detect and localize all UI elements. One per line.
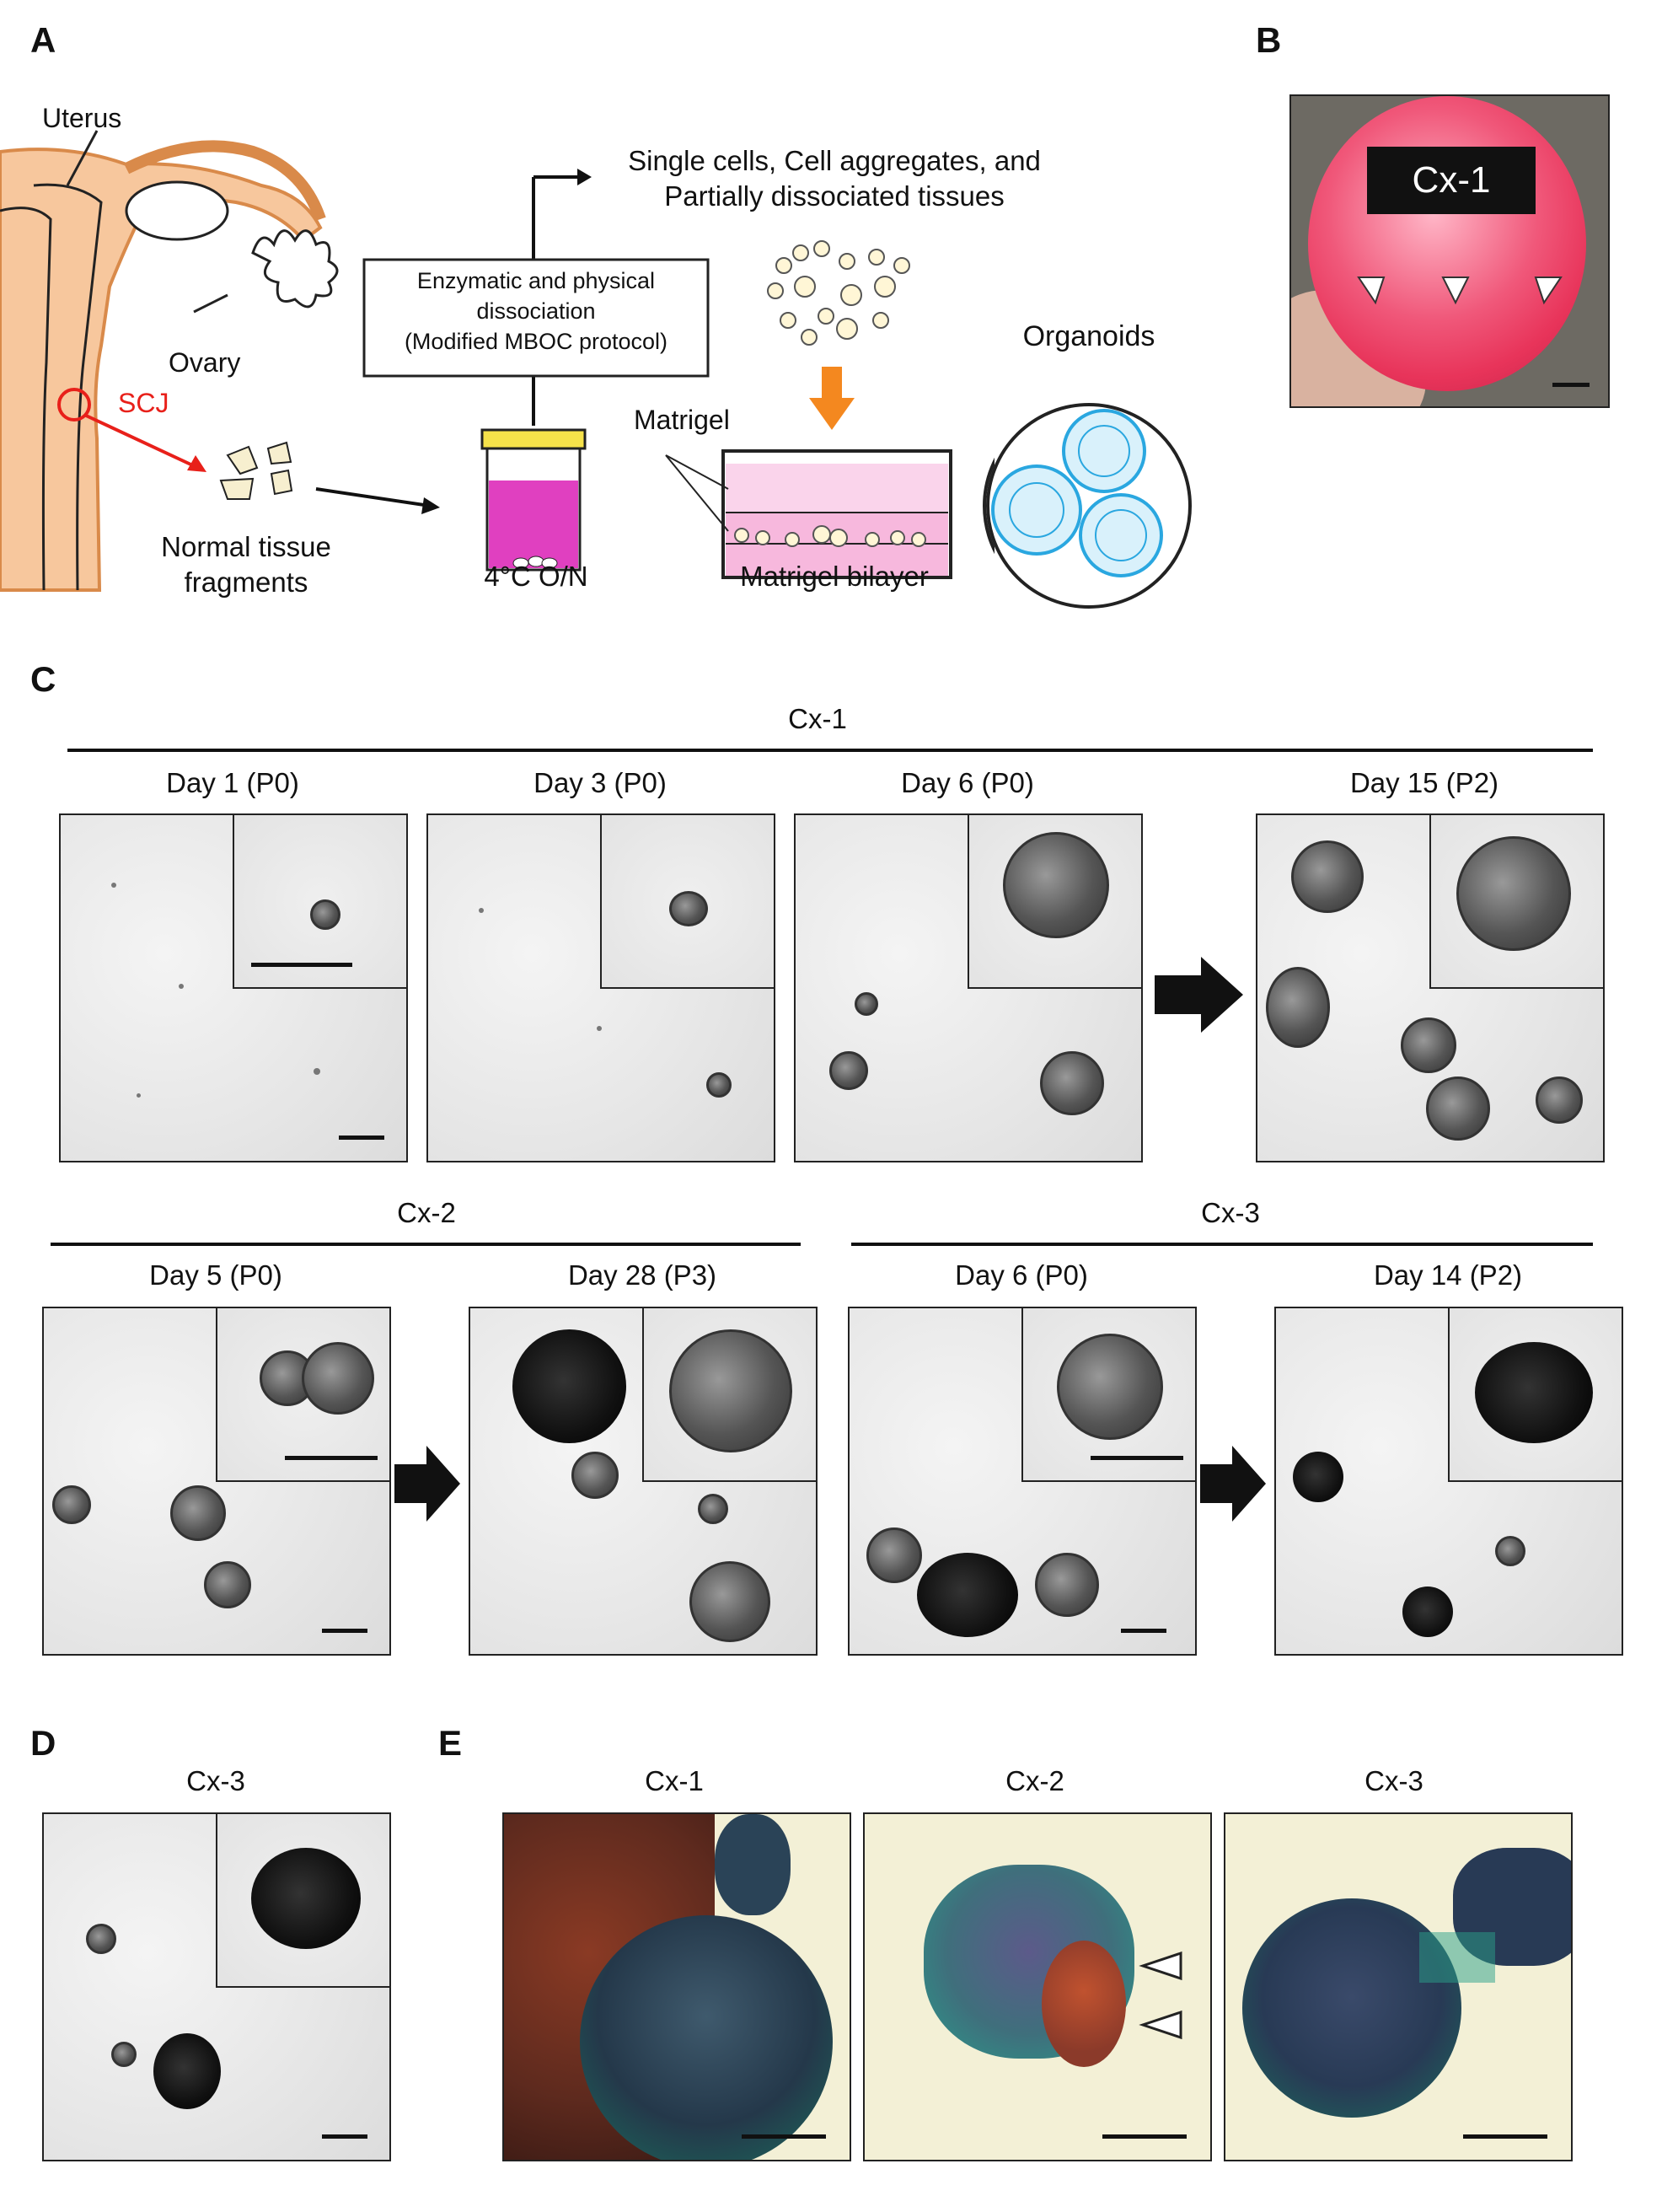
box-line-2: dissociation: [476, 298, 596, 324]
panel-label-a: A: [30, 20, 56, 60]
c-image-day3: [426, 813, 775, 1162]
c-arrow-1: [1155, 957, 1243, 1033]
cx2-header: Cx-2: [397, 1197, 456, 1228]
tube-cap: [480, 428, 587, 450]
d-image: [42, 1812, 391, 2161]
c-image-day1: [59, 813, 408, 1162]
e-label-1: Cx-1: [645, 1765, 704, 1796]
panel-label-e: E: [438, 1723, 463, 1763]
cx2-line: [51, 1243, 801, 1246]
dissociation-box: [362, 258, 710, 378]
c-img2-label: Day 3 (P0): [533, 767, 667, 798]
e-label-2: Cx-2: [1005, 1765, 1064, 1796]
c-img6-label: Day 28 (P3): [567, 1259, 717, 1291]
single-cells-line-2: Partially dissociated tissues: [664, 180, 1005, 212]
panel-label-b: B: [1256, 20, 1282, 60]
culture-dish: [1308, 96, 1586, 391]
uterus-label: Uterus: [42, 103, 122, 133]
d-label: Cx-3: [186, 1765, 245, 1796]
c-img4-label: Day 15 (P2): [1349, 767, 1499, 798]
orange-arrow: [809, 398, 855, 430]
organoids-drawing: [986, 403, 1192, 609]
panel-label-c: C: [30, 659, 56, 699]
e-image-cx2: [863, 1812, 1212, 2161]
single-cells-line-1: Single cells, Cell aggregates, and: [628, 145, 1041, 176]
c-image-cx3-day6: [848, 1307, 1197, 1656]
c-img5-label: Day 5 (P0): [149, 1259, 282, 1291]
panel-b-photo: Cx-1: [1289, 94, 1610, 408]
panel-a-schematic: [0, 130, 995, 592]
tube-medium: [489, 481, 578, 568]
matrigel-label: Matrigel: [634, 405, 730, 435]
dish-label: Cx-1: [1367, 147, 1536, 214]
c-image-day15: [1256, 813, 1605, 1162]
tube-label: 4°C O/N: [484, 561, 588, 592]
cx1-line: [67, 749, 1593, 752]
box-line-1: Enzymatic and physical: [416, 268, 656, 293]
c-image-cx3-day14: [1274, 1307, 1623, 1656]
box-line-3: (Modified MBOC protocol): [404, 329, 668, 354]
tissue-label-2: fragments: [184, 566, 308, 598]
panel-label-d: D: [30, 1723, 56, 1763]
c-arrow-3: [1200, 1446, 1266, 1522]
organoids-label: Organoids: [1022, 320, 1155, 352]
ovary-label: Ovary: [169, 347, 241, 378]
tissue-label-1: Normal tissue: [161, 531, 331, 562]
c-image-cx2-day5: [42, 1307, 391, 1656]
c-img8-label: Day 14 (P2): [1373, 1259, 1523, 1291]
cx1-header: Cx-1: [788, 703, 847, 734]
e-image-cx1: [502, 1812, 851, 2161]
scj-circle: [57, 388, 91, 421]
c-image-day6: [794, 813, 1143, 1162]
c-arrow-2: [394, 1446, 460, 1522]
cx3-header: Cx-3: [1201, 1197, 1260, 1228]
c-img1-label: Day 1 (P0): [166, 767, 299, 798]
bilayer-label: Matrigel bilayer: [740, 561, 929, 592]
cx3-line: [851, 1243, 1593, 1246]
c-img3-label: Day 6 (P0): [901, 767, 1034, 798]
ovary-shape: [125, 180, 229, 241]
c-image-cx2-day28: [469, 1307, 818, 1656]
e-label-3: Cx-3: [1364, 1765, 1423, 1796]
c-img7-label: Day 6 (P0): [955, 1259, 1088, 1291]
e-image-cx3: [1224, 1812, 1573, 2161]
scj-label: SCJ: [118, 388, 169, 418]
